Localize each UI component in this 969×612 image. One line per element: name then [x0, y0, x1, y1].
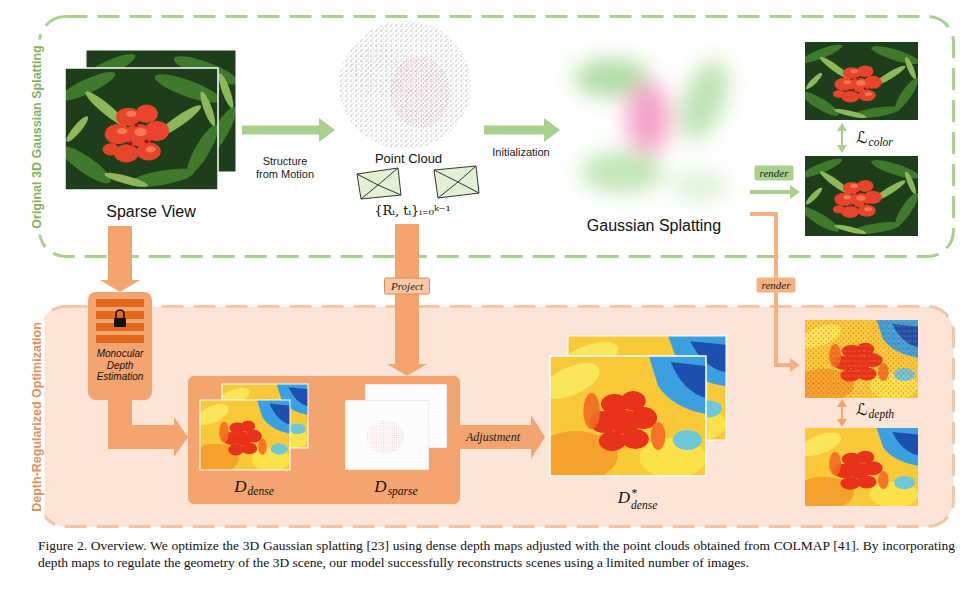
- arrow-head: [174, 417, 188, 457]
- math-subscript: color: [869, 136, 893, 148]
- math-subscript: depth: [869, 408, 895, 420]
- depth-pair: [794, 320, 918, 509]
- connector: [750, 185, 800, 199]
- node-label: Point Cloud: [335, 151, 482, 167]
- image-stack: D*dense: [545, 330, 730, 514]
- section-label: Original 3D Gaussian Splatting: [29, 39, 44, 234]
- math-label-group: ℒdepth: [856, 400, 920, 422]
- math-symbol: D: [234, 477, 246, 496]
- edge-label: Structure from Motion: [254, 155, 316, 181]
- connector: [460, 415, 545, 459]
- process-box: Monocular Depth Estimation: [88, 292, 153, 400]
- gaussian-blobs: [574, 54, 737, 200]
- math-subscript: dense: [248, 485, 274, 497]
- depth-map-stack: [191, 336, 726, 481]
- connector-line: [750, 190, 790, 194]
- arrow-head: [544, 118, 560, 142]
- image-group: Gaussian Splatting: [560, 50, 750, 240]
- connector: [387, 224, 427, 376]
- math-label-group: ℒcolor: [856, 128, 920, 150]
- connector-line: [460, 425, 531, 449]
- arrow-head: [790, 358, 800, 372]
- node-label: Sparse View: [62, 202, 240, 221]
- connector: [120, 400, 188, 457]
- edge-label: Adjustment: [463, 430, 523, 444]
- loss-pair: ℒdepth: [800, 316, 922, 510]
- point-cloud: [339, 21, 471, 149]
- connector: [484, 118, 560, 142]
- photo-pair: [798, 41, 922, 236]
- pose-label: {Rᵢ, tᵢ}ᵢ₌₀ᵏ⁻¹: [343, 203, 482, 219]
- arrow-head: [531, 415, 545, 459]
- math-symbol: D: [618, 488, 630, 507]
- math-subscript: sparse: [388, 485, 418, 497]
- connector: [242, 118, 335, 142]
- arrow-head: [100, 280, 140, 292]
- connector-line: [484, 126, 544, 135]
- node-label: Gaussian Splatting: [560, 216, 748, 235]
- math-subscript: dense: [631, 500, 657, 512]
- connector-line: [108, 226, 132, 280]
- loss-pair: ℒcolor: [800, 38, 922, 240]
- figure-caption: Figure 2. Overview. We optimize the 3D G…: [38, 537, 955, 572]
- region-panel: Original 3D Gaussian SplattingSparse Vie…: [38, 15, 955, 258]
- edge-label: render: [755, 166, 794, 181]
- math-script-stack: *dense: [631, 488, 657, 511]
- image-stack: Ddense: [196, 381, 312, 500]
- math-label-group: Ddense: [196, 477, 312, 499]
- arrow-head: [790, 185, 800, 199]
- math-superscript: *: [631, 488, 657, 500]
- math-symbol: D: [374, 477, 386, 496]
- connector-line: [120, 400, 174, 437]
- math-label-group: Dsparse: [340, 477, 452, 499]
- region-panel: Depth-Regularized OptimizationMonocular …: [38, 305, 955, 528]
- image-group: Sparse View: [62, 45, 242, 226]
- math-label-group: D*dense: [545, 488, 730, 511]
- camera-icon: [357, 166, 479, 199]
- math-symbol: ℒ: [856, 400, 868, 419]
- arrow-head: [387, 364, 427, 376]
- connector: [750, 214, 800, 372]
- edge-label: render: [757, 278, 796, 293]
- edge-label: Project: [384, 278, 430, 295]
- math-symbol: ℒ: [856, 128, 868, 147]
- edge-label: Initialization: [492, 146, 549, 159]
- region-outline: [40, 17, 954, 527]
- image-stack: Dsparse: [340, 381, 452, 500]
- connector: [100, 226, 140, 292]
- photo-stack: [56, 49, 241, 190]
- arrow-head: [319, 118, 335, 142]
- node-label: Monocular Depth Estimation: [89, 348, 151, 383]
- connector-line: [242, 126, 319, 135]
- process-box: DdenseDsparse: [188, 376, 460, 504]
- image-group: Point Cloud {Rᵢ, tᵢ}ᵢ₌₀ᵏ⁻¹: [335, 18, 484, 224]
- section-label: Depth-Regularized Optimization: [29, 316, 44, 518]
